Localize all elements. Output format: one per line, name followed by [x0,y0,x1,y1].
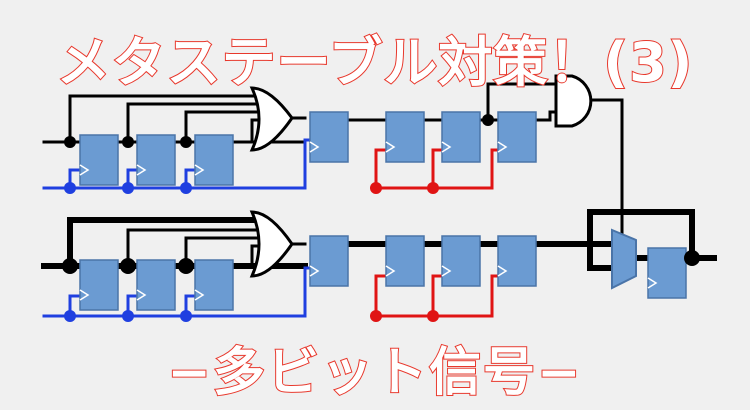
page-title: メタステーブル対策！(3) [56,30,694,95]
flipflops [79,111,687,311]
mux-icon [611,228,637,290]
flipflop-icon [309,235,349,287]
or-gate-icon [249,86,294,152]
flipflop-icon [647,247,687,299]
flipflop-icon [309,111,349,163]
flipflop-icon [497,235,537,287]
flipflop-icon [441,235,481,287]
flipflop-icon [79,259,119,311]
flipflop-icon [136,134,176,186]
flipflop-icon [441,111,481,163]
junction-dots [62,114,700,322]
and-gate-icon [554,74,593,128]
page-subtitle: −多ビット信号− [166,342,583,404]
flipflop-icon [136,259,176,311]
flipflop-icon [79,134,119,186]
flipflop-icon [497,111,537,163]
or-gate-icon [249,210,294,278]
flipflop-icon [194,259,234,311]
flipflop-icon [385,235,425,287]
flipflop-icon [385,111,425,163]
flipflop-icon [194,134,234,186]
